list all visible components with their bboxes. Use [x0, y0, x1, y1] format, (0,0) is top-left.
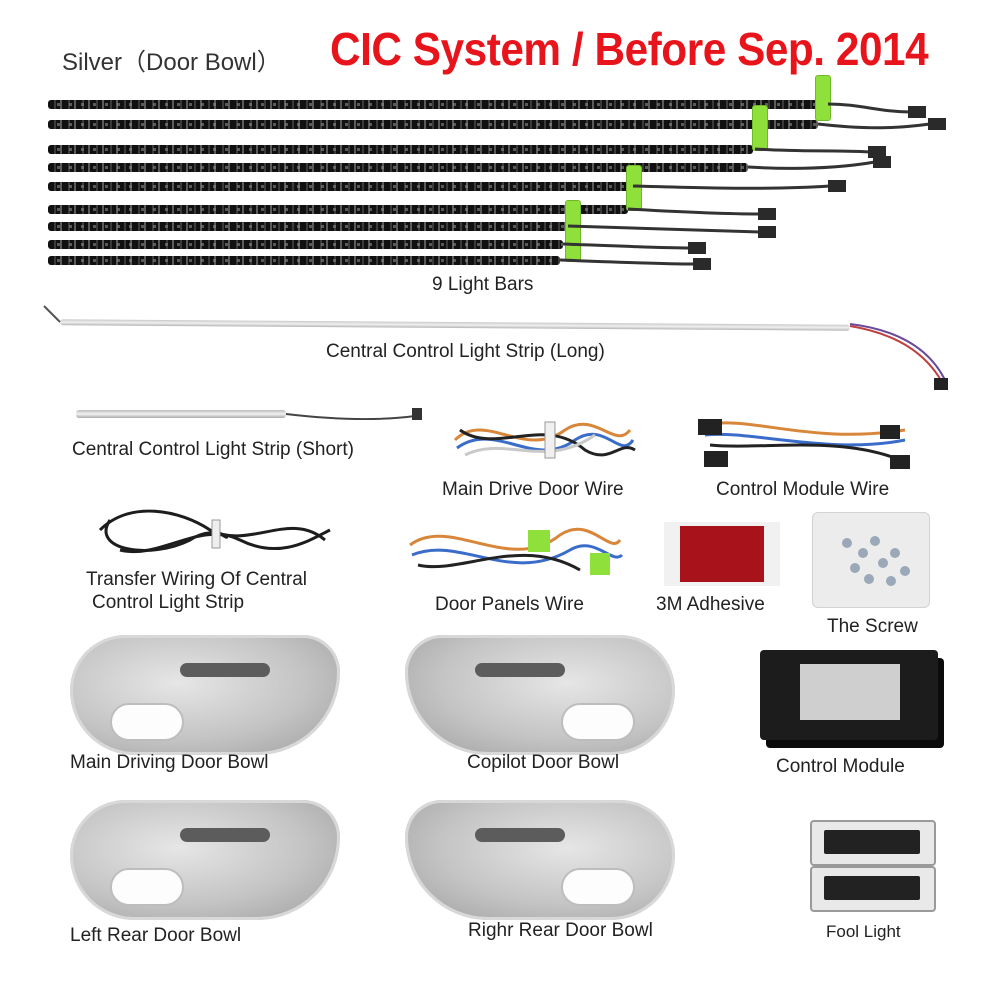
subtitle: Silver（Door Bowl）: [62, 49, 281, 76]
main-drive-wire-label: Main Drive Door Wire: [442, 479, 624, 500]
copilot-door-bowl: [405, 635, 675, 755]
control-module-wire-label: Control Module Wire: [716, 479, 890, 500]
bowl-cup: [110, 868, 184, 906]
light-bar: [48, 222, 568, 231]
bowl-handle-slot: [475, 828, 565, 842]
foot-light: [810, 820, 936, 866]
screws-icon: [842, 536, 910, 586]
light-bar: [48, 240, 563, 249]
foot-light-label: Fool Light: [826, 922, 901, 941]
left-rear-bowl-label: Left Rear Door Bowl: [70, 925, 242, 946]
light-bar: [48, 100, 828, 109]
foot-light-lens: [824, 876, 920, 900]
screw-bag: [812, 512, 930, 608]
light-bar: [48, 163, 748, 172]
adhesive-red-backing: [680, 526, 764, 582]
foot-light: [810, 866, 936, 912]
control-module-wire: [698, 419, 910, 469]
transfer-wiring-label-line2: Control Light Strip: [92, 592, 245, 613]
cable-tag: [815, 75, 831, 121]
bowl-handle-slot: [475, 663, 565, 677]
light-bars-label: 9 Light Bars: [432, 274, 534, 295]
adhesive-label: 3M Adhesive: [656, 594, 765, 615]
left-rear-door-bowl: [70, 800, 340, 920]
copilot-bowl-label: Copilot Door Bowl: [467, 752, 620, 773]
bowl-cup: [561, 703, 635, 741]
light-bar: [48, 145, 753, 154]
page-title: CIC System / Before Sep. 2014: [330, 23, 929, 75]
light-bar: [48, 120, 818, 129]
main-driving-door-bowl: [70, 635, 340, 755]
bowl-handle-slot: [180, 828, 270, 842]
light-bar: [48, 256, 560, 265]
strip-short-label: Central Control Light Strip (Short): [72, 439, 354, 460]
main-drive-door-wire: [453, 421, 636, 459]
adhesive-sheet: [664, 522, 780, 586]
light-bar-wires: [559, 102, 946, 270]
strip-long-label: Central Control Light Strip (Long): [326, 341, 605, 362]
module-label-sticker: [800, 664, 900, 720]
screw-label: The Screw: [827, 616, 918, 637]
main-driving-bowl-label: Main Driving Door Bowl: [70, 752, 269, 773]
right-rear-bowl-label: Righr Rear Door Bowl: [468, 920, 653, 941]
strip-short-wire: [285, 408, 422, 421]
control-module: [760, 650, 938, 740]
control-module-label: Control Module: [776, 756, 905, 777]
strip-long-wire: [43, 305, 948, 390]
door-panels-wire-label: Door Panels Wire: [435, 594, 584, 615]
light-bar: [48, 182, 633, 191]
door-panels-wire: [409, 527, 624, 575]
bowl-cup: [561, 868, 635, 906]
transfer-wiring: [98, 509, 331, 554]
light-strip-short: [76, 410, 286, 418]
foot-light-lens: [824, 830, 920, 854]
bowl-cup: [110, 703, 184, 741]
right-rear-door-bowl: [405, 800, 675, 920]
bowl-handle-slot: [180, 663, 270, 677]
transfer-wiring-label-line1: Transfer Wiring Of Central: [86, 569, 308, 590]
light-bar: [48, 205, 628, 214]
